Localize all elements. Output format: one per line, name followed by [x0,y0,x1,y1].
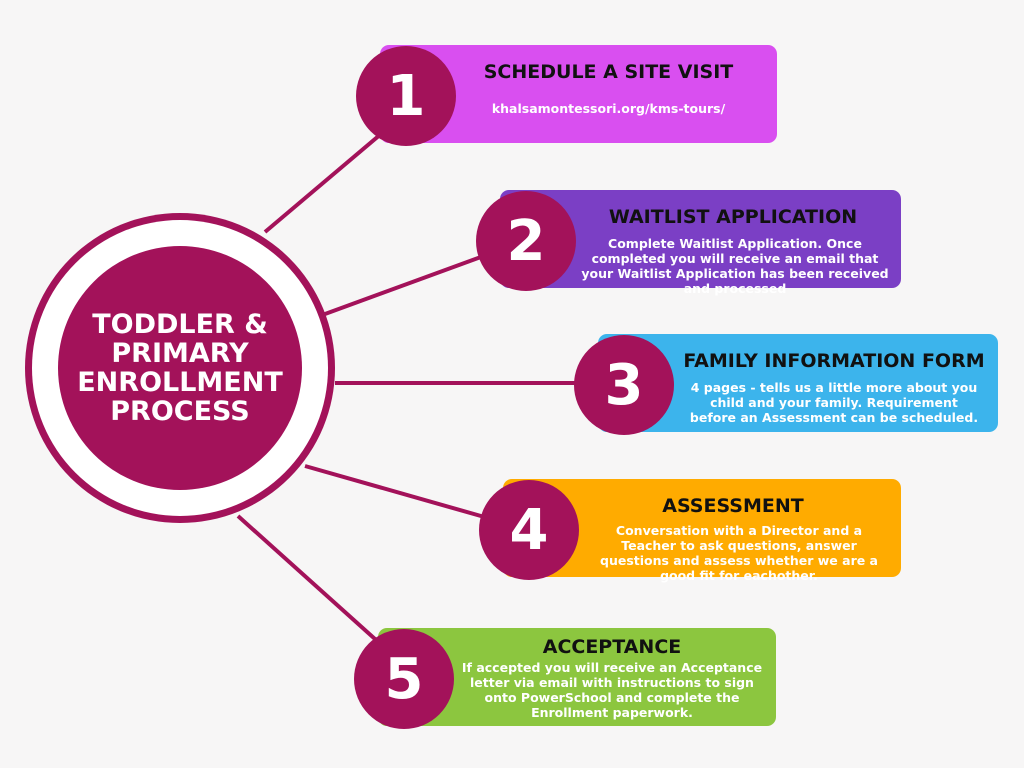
step-number-1: 1 [356,46,456,146]
hub-title-line-4: PROCESS [110,396,250,427]
hub-inner-circle: TODDLER & PRIMARY ENROLLMENT PROCESS [58,246,302,490]
step-body-1: khalsamontessori.org/kms-tours/ [491,101,726,116]
connector-line-2 [324,248,501,316]
hub-title: TODDLER & PRIMARY ENROLLMENT PROCESS [70,310,290,426]
step-body-4: Conversation with a Director and a Teach… [600,523,878,583]
hub-title-line-2: PRIMARY [111,338,249,369]
step-title-3: FAMILY INFORMATION FORM [683,350,985,372]
step-number-4: 4 [479,480,579,580]
connector-line-1 [263,126,390,234]
hub-title-line-3: ENROLLMENT [77,367,283,398]
step-number-5: 5 [354,629,454,729]
step-title-5: ACCEPTANCE [542,636,682,658]
step-title-1: SCHEDULE A SITE VISIT [483,61,734,83]
hub-title-line-1: TODDLER & [92,309,268,340]
step-body-5: If accepted you will receive an Acceptan… [461,660,763,720]
connector-line-5 [236,514,387,650]
step-number-3: 3 [574,335,674,435]
step-body-3: 4 pages - tells us a little more about y… [689,380,979,425]
step-title-4: ASSESSMENT [662,495,804,517]
step-title-2: WAITLIST APPLICATION [608,206,858,228]
connector-line-4 [304,464,496,522]
step-number-2: 2 [476,191,576,291]
step-card-3: FAMILY INFORMATION FORM 4 pages - tells … [598,334,998,432]
step-body-2: Complete Waitlist Application. Once comp… [581,236,889,296]
